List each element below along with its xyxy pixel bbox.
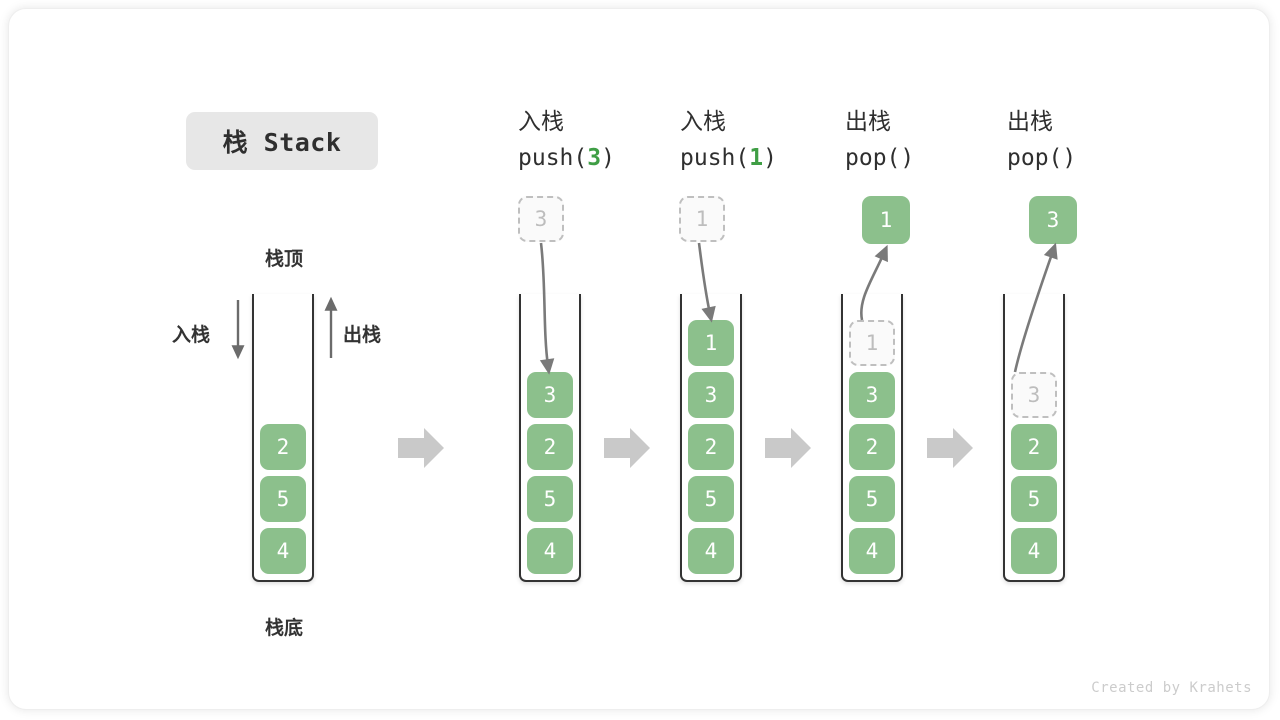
stack-cell-5: 5 — [260, 476, 306, 522]
stage-label-pop-3: 出栈 pop() — [1007, 104, 1177, 176]
stage-push-1-cell-3: 3 — [688, 372, 734, 418]
stack-bottom-label: 栈底 — [264, 617, 303, 639]
code-suffix: ) — [763, 145, 777, 171]
stage-code-push-3: push(3) — [518, 140, 688, 176]
code-prefix: push( — [518, 145, 588, 171]
credit-text: Created by Krahets — [1091, 680, 1252, 696]
stack-pop-label: 出栈 — [343, 324, 382, 346]
stage-pop-1-cell-4: 4 — [849, 528, 895, 574]
stage-push-3-cell-3: 3 — [527, 372, 573, 418]
stage-pop-3-cell-3: 3 — [1011, 372, 1057, 418]
stage-push-1-cell-2: 2 — [688, 424, 734, 470]
title-badge: 栈 Stack — [186, 112, 378, 170]
stage-pop-1-cell-1: 1 — [849, 320, 895, 366]
stage-code-pop-1: pop() — [845, 140, 1015, 176]
stage-code-push-1: push(1) — [680, 140, 850, 176]
code-suffix: ) — [601, 145, 615, 171]
stage-pop-1-cell-2: 2 — [849, 424, 895, 470]
floating-box-pop-3: 3 — [1029, 196, 1077, 244]
code-prefix: pop( — [1007, 145, 1063, 171]
stage-pop-1-cell-3: 3 — [849, 372, 895, 418]
stage-pop-3-cell-5: 5 — [1011, 476, 1057, 522]
stage-cn-push-1: 入栈 — [680, 109, 726, 135]
code-arg: 3 — [587, 145, 602, 171]
floating-box-push-1: 1 — [679, 196, 725, 242]
stage-label-push-3: 入栈 push(3) — [518, 104, 688, 176]
code-suffix: ) — [1062, 145, 1077, 171]
stack-top-label: 栈顶 — [264, 248, 303, 270]
stage-label-push-1: 入栈 push(1) — [680, 104, 850, 176]
code-prefix: push( — [680, 145, 750, 171]
stack-cell-4: 4 — [260, 528, 306, 574]
stage-push-3-cell-2: 2 — [527, 424, 573, 470]
stage-push-1-cell-5: 5 — [688, 476, 734, 522]
stage-pop-3-cell-2: 2 — [1011, 424, 1057, 470]
stage-cn-pop-1: 出栈 — [845, 109, 891, 135]
code-suffix: ) — [900, 145, 915, 171]
stage-cn-pop-3: 出栈 — [1007, 109, 1053, 135]
stage-cn-push-3: 入栈 — [518, 109, 564, 135]
stage-push-3-cell-4: 4 — [527, 528, 573, 574]
stage-push-1-cell-1: 1 — [688, 320, 734, 366]
stage-pop-3-cell-4: 4 — [1011, 528, 1057, 574]
code-arg: 1 — [749, 145, 764, 171]
stack-push-label: 入栈 — [172, 324, 211, 346]
stage-code-pop-3: pop() — [1007, 140, 1177, 176]
stage-push-3-cell-5: 5 — [527, 476, 573, 522]
stage-label-pop-1: 出栈 pop() — [845, 104, 1015, 176]
floating-box-pop-1: 1 — [862, 196, 910, 244]
stack-cell-2: 2 — [260, 424, 306, 470]
floating-box-push-3: 3 — [518, 196, 564, 242]
stage-pop-1-cell-5: 5 — [849, 476, 895, 522]
code-prefix: pop( — [845, 145, 901, 171]
stage-push-1-cell-4: 4 — [688, 528, 734, 574]
